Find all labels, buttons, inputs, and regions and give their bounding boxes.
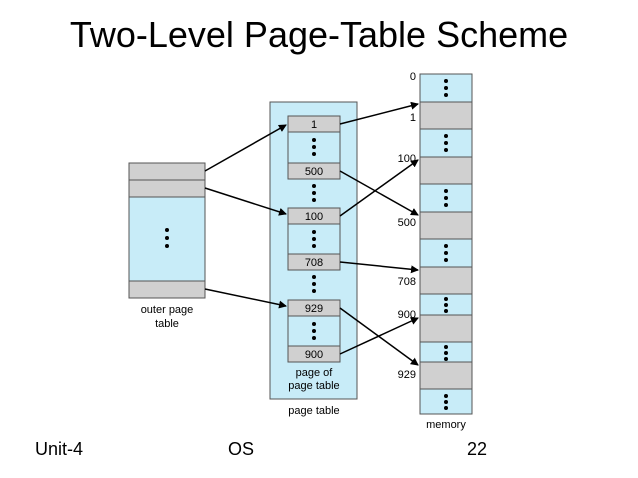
memory-block-1: [419, 101, 473, 130]
outer-table-label-line1: outer page: [141, 304, 194, 316]
page-of-page-table-2: [287, 207, 341, 271]
ellipsis-dots: [312, 138, 316, 156]
arrow-outerlast-to-pt3: [204, 288, 287, 309]
pt-entry-label-900: 900: [305, 349, 323, 361]
arrow-outer2-to-pt2: [204, 187, 287, 216]
memory-block-500: [419, 211, 473, 240]
outer-entry-2: [128, 179, 206, 198]
memory-column: [419, 73, 473, 415]
page-of-page-table-3: [287, 299, 341, 363]
memory-address-708: 708: [398, 276, 416, 288]
slide-title: Two-Level Page-Table Scheme: [69, 14, 569, 55]
memory-block-708: [419, 266, 473, 295]
footer-unit: Unit-4: [35, 439, 84, 459]
ellipsis-dots: [312, 184, 316, 202]
page-table-label: page table: [288, 405, 339, 417]
arrow-500-to-mem500: [339, 170, 419, 216]
page-of-page-table-1: [287, 115, 341, 180]
footer-subject: OS: [228, 439, 255, 459]
pt-entry-label-500: 500: [305, 166, 323, 178]
outer-page-table: [128, 162, 206, 299]
pt-entry-label-929: 929: [305, 303, 323, 315]
arrow-outer1-to-pt1: [204, 124, 287, 172]
arrow-100-to-mem100: [339, 159, 419, 217]
arrow-1-to-mem1: [339, 101, 419, 125]
ellipsis-dots: [165, 228, 169, 248]
memory-address-500: 500: [398, 217, 416, 229]
ellipsis-dots: [444, 79, 448, 410]
ellipsis-dots: [312, 322, 316, 340]
outer-table-label-line2: table: [155, 318, 179, 330]
memory-block-100: [419, 156, 473, 185]
pt-entry-label-100: 100: [305, 211, 323, 223]
memory-address-0: 0: [410, 71, 416, 83]
footer-page-number: 22: [467, 439, 488, 459]
outer-entry-1: [128, 162, 206, 181]
memory-block-929: [419, 361, 473, 390]
memory-address-1: 1: [410, 112, 416, 124]
arrow-900-to-mem900: [339, 317, 419, 355]
pt-entry-label-1: 1: [311, 119, 317, 131]
memory-block-900: [419, 314, 473, 343]
arrow-708-to-mem708: [339, 261, 419, 274]
page-of-page-table-label-line1: page of: [296, 367, 334, 379]
ellipsis-dots: [312, 275, 316, 293]
outer-entry-last: [128, 280, 206, 299]
ellipsis-dots: [312, 230, 316, 248]
page-of-page-table-label-line2: page table: [288, 380, 339, 392]
pointer-arrows: [204, 101, 419, 366]
memory-label: memory: [426, 419, 466, 431]
memory-address-929: 929: [398, 369, 416, 381]
memory-address-900: 900: [398, 309, 416, 321]
pt-entry-label-708: 708: [305, 257, 323, 269]
